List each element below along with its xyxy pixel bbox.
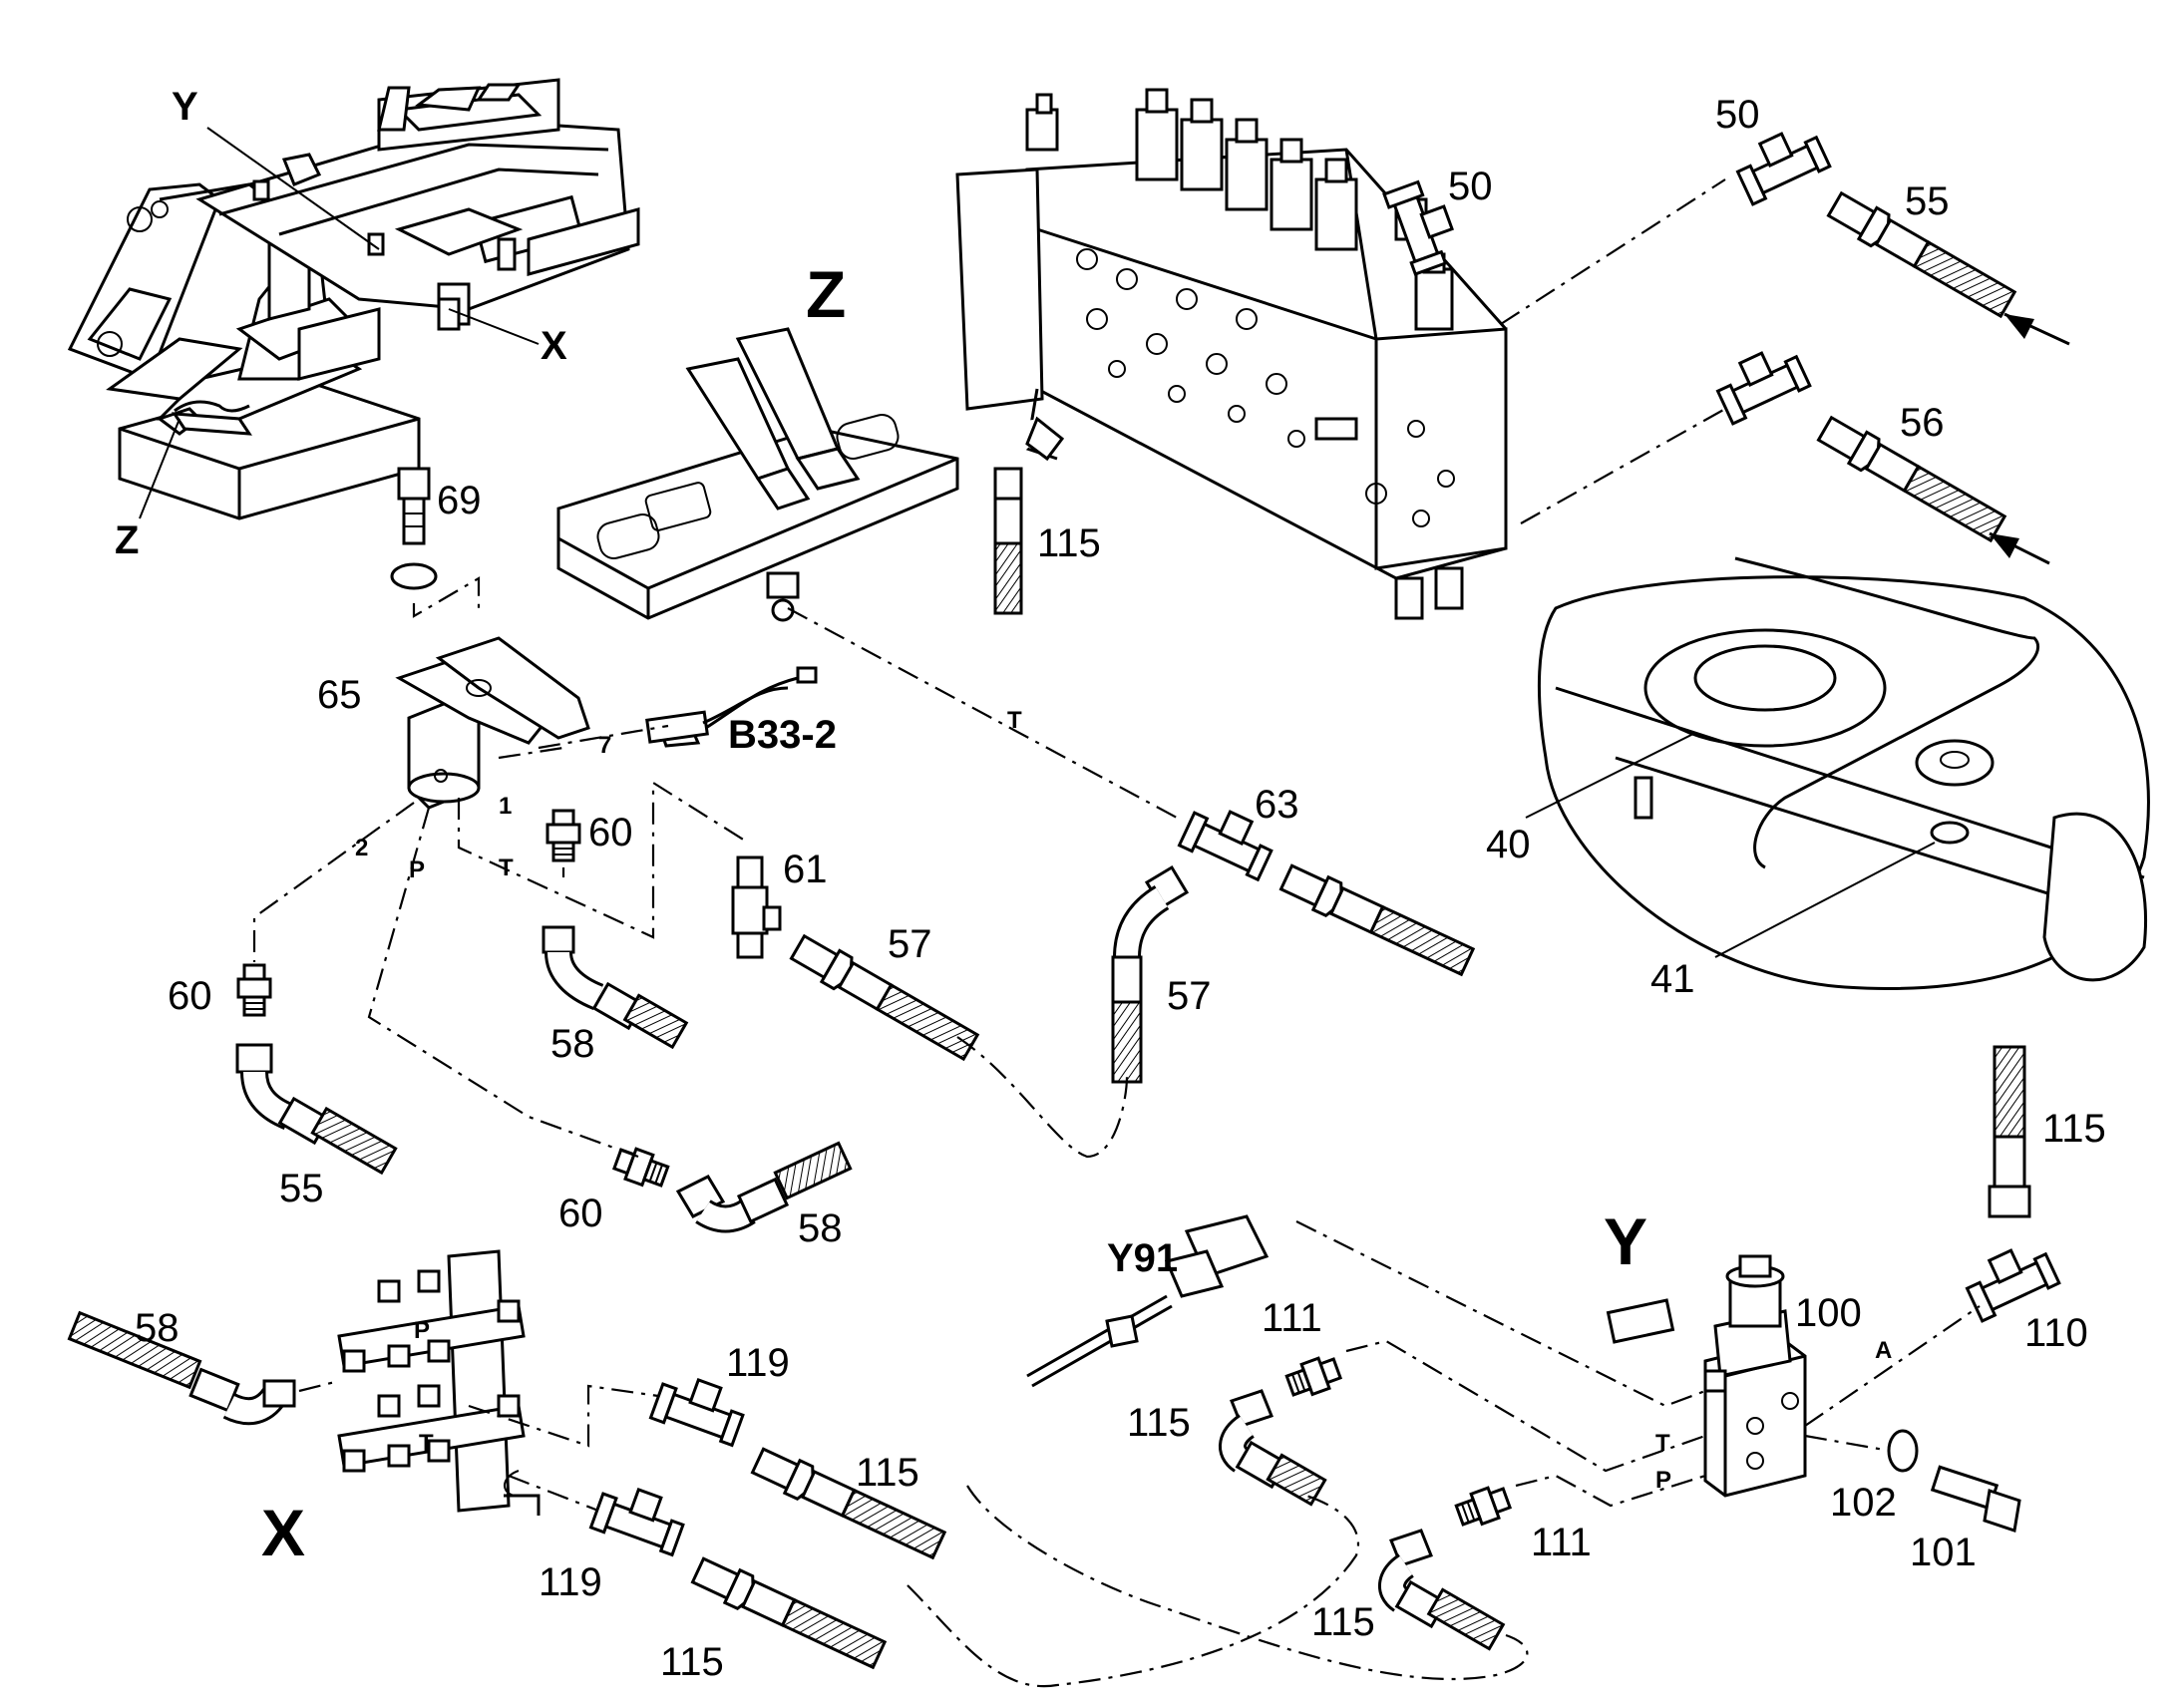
callout-60-top: 60 [588,811,633,854]
hose-115-center-lower [1378,1529,1506,1651]
port-label-t-valve: T [499,854,514,881]
hose-63 [1276,859,1477,980]
port-label-p-valve: P [409,856,425,883]
leader-lines [1525,732,1936,958]
elbow-61 [731,855,782,959]
callout-102: 102 [1830,1481,1897,1525]
callout-115-x-upper: 115 [856,1451,919,1495]
bracket-100 [1606,1298,1675,1344]
port-label-1: 1 [499,793,512,820]
solenoid-connector-y91 [1026,1214,1270,1388]
washer-69 [390,562,438,590]
overview-label-y: Y [172,85,198,129]
callout-65: 65 [317,673,362,717]
callout-56: 56 [1900,401,1945,445]
overview-label-x: X [541,324,567,368]
port-label-t-valve100: T [1655,1430,1670,1457]
hose-58-upper [542,925,689,1050]
callout-115-x-lower: 115 [660,1640,724,1684]
nipple-111-lower [1452,1481,1514,1533]
part-callouts: 50 50 55 56 115 69 65 60 61 63 57 57 60 … [135,93,2106,1684]
callout-60-lower: 60 [558,1192,603,1235]
callout-111-upper: 111 [1262,1296,1322,1340]
control-valve-block [955,88,1508,620]
rotating-base-40 [1537,556,2150,990]
port-labels: T T P 1 2 7 P T T P A [355,707,1892,1494]
sensor-b33-2 [645,686,789,744]
tee-fitting-56 [1709,338,1813,426]
callout-115-center-lower: 115 [1311,1600,1375,1644]
callout-119-upper: 119 [726,1341,790,1385]
callout-111-lower: 111 [1531,1521,1592,1564]
callout-57-left: 57 [888,922,932,966]
nipple-60-top [545,809,581,862]
hose-57-left [787,929,981,1065]
connection-lines [252,607,1981,1688]
port-label-t-pedal: T [1007,707,1022,734]
bolt-101 [1930,1465,2021,1533]
machine-frame-overview: Y X Z [67,78,640,562]
callout-41: 41 [1650,957,1695,1001]
callout-100: 100 [1795,1291,1862,1335]
callout-69: 69 [437,479,482,522]
nipple-60-left [236,963,272,1017]
callout-57-right: 57 [1167,974,1212,1018]
connector-label-y91: Y91 [1107,1236,1178,1280]
bolt-69 [397,467,431,545]
hose-115-right [1988,1045,2031,1218]
view-label-y: Y [1604,1204,1647,1278]
callout-61: 61 [783,848,828,891]
callout-58-left: 58 [135,1306,180,1350]
port-label-7: 7 [598,732,611,759]
callout-50-valve: 50 [1448,165,1493,208]
washer-102 [1887,1429,1919,1473]
callout-55-top: 55 [1905,179,1950,223]
hose-55-lower [235,1043,398,1176]
hose-58-lower [675,1141,853,1233]
callout-55-lower: 55 [279,1167,324,1210]
hose-58-left [67,1310,296,1426]
view-labels: Z Y X [261,257,1647,1569]
port-label-a: A [1875,1337,1892,1364]
callout-110: 110 [2024,1311,2088,1355]
view-label-z: Z [806,257,846,331]
elbow-110 [1959,1235,2062,1323]
callout-115-right: 115 [2042,1107,2106,1151]
callout-101: 101 [1910,1531,1977,1574]
hose-115-valve [993,416,1065,615]
callout-115-center-upper: 115 [1127,1401,1191,1445]
port-label-t-manifold: T [419,1430,434,1457]
callout-58-lower: 58 [798,1206,843,1250]
hose-115-center-upper [1219,1389,1327,1507]
tee-119-lower [588,1477,691,1558]
port-label-p-manifold: P [414,1317,430,1344]
callout-40: 40 [1486,823,1531,866]
callout-63: 63 [1255,783,1299,827]
overview-label-z: Z [115,518,139,562]
valve-100 [1703,1254,1807,1498]
port-label-2: 2 [355,835,368,861]
hose-57-right [1111,864,1190,1084]
view-label-x: X [261,1496,305,1569]
pedal-plate-z [556,327,959,622]
port-label-p-valve100: P [1655,1467,1671,1494]
callout-50-tee: 50 [1715,93,1760,137]
callout-119-lower: 119 [539,1560,602,1604]
connector-labels: B33-2 Y91 [728,713,1178,1280]
nipple-111-upper [1282,1351,1344,1403]
connector-label-b33-2: B33-2 [728,713,837,757]
callout-58-upper: 58 [550,1022,595,1066]
callout-115-valve: 115 [1037,521,1101,565]
callout-60-left: 60 [168,974,212,1018]
manifold-x [337,1249,541,1516]
